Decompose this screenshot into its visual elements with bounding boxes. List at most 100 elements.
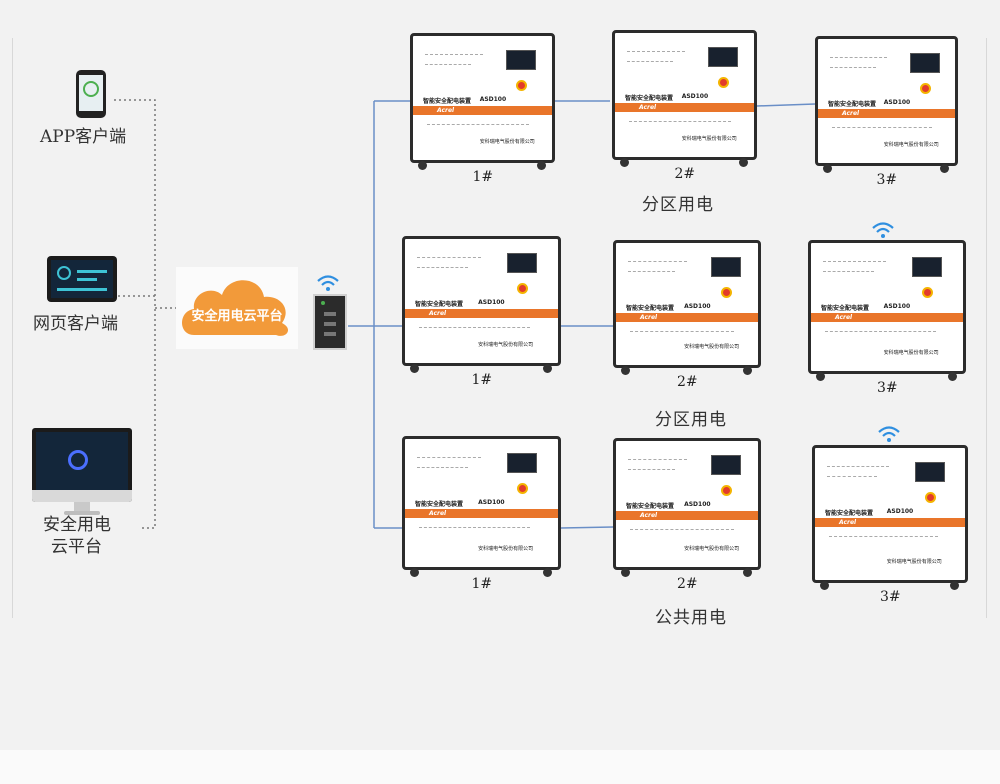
wifi-icon [872,222,894,238]
cabinet-display-screen [707,47,738,67]
cabinet-wheel [418,161,427,170]
cabinet-stripe [615,103,754,112]
cabinet-number: 2# [677,374,698,390]
wifi-icon [317,275,339,291]
cabinet-model: ASD100 [478,299,505,306]
right-edge-line [986,38,987,618]
cabinet-detail-line [825,331,936,333]
cabinet-wheel [948,372,957,381]
cabinet-display-screen [710,455,741,475]
cabinet-brand: Acrel [639,104,657,111]
gateway-device [313,294,347,350]
cabinet-wheel [743,568,752,577]
cabinet-detail-line [628,261,688,263]
cabinet-wheel [621,568,630,577]
cabinet-detail-line [823,271,874,273]
cabinet-stripe [616,511,758,520]
cabinet-wheel [940,164,949,173]
cabinet-detail-line [627,61,674,63]
platform-label-line2: 云平台 [51,537,102,557]
cabinet-title: 智能安全配电装置 [626,305,675,312]
cabinet-model: ASD100 [479,96,507,103]
cabinet-model: ASD100 [684,501,711,508]
cabinet-company: 安科瑞电气股份有限公司 [478,546,534,552]
row1-link-2-3 [756,103,816,107]
cabinet-wheel [816,372,825,381]
emergency-stop-icon [717,77,729,88]
cabinet-detail-line [628,469,676,471]
cabinet-title: 智能安全配电装置 [415,301,464,308]
cabinet-detail-line [830,57,888,59]
zone-label-2: 分区用电 [655,410,727,430]
cabinet-brand: Acrel [640,512,658,519]
cabinet-wheel [743,366,752,375]
cabinet-detail-line [417,457,481,459]
emergency-stop-icon [720,485,732,496]
cabinet-detail-line [832,127,933,129]
cabinet-wheel [543,568,552,577]
cabinet-detail-line [830,67,876,69]
cabinet-brand: Acrel [835,314,853,321]
cabinet-detail-line [425,54,483,56]
cabinet-company: 安科瑞电气股份有限公司 [684,344,740,350]
cabinet-brand: Acrel [640,314,658,321]
left-edge-line [12,38,13,618]
desktop-monitor-icon [32,428,132,515]
cabinet-detail-line [427,124,529,126]
tablet-icon [47,256,117,302]
cabinet-brand: Acrel [839,519,857,526]
web-client-label: 网页客户端 [33,314,118,334]
cabinet-stripe [405,509,558,518]
cabinet-title: 智能安全配电装置 [625,95,674,102]
cabinet-display-screen [506,253,537,273]
cabinet-model: ASD100 [883,303,911,310]
cabinet-display-screen [505,50,536,70]
cabinet-wheel [820,581,829,590]
cabinet-detail-line [419,327,531,329]
cabinet-detail-line [627,51,685,53]
cabinet-detail-line [419,527,531,529]
cabinet-display-screen [506,453,537,473]
cabinet-model: ASD100 [478,499,505,506]
cabinet-detail-line [628,271,676,273]
cabinet-company: 安科瑞电气股份有限公司 [479,139,535,145]
cabinet-company: 安科瑞电气股份有限公司 [886,559,942,565]
cabinet-brand: Acrel [429,510,447,517]
zone-label-1: 分区用电 [642,195,714,215]
row3-link-1-2 [560,526,614,529]
cabinet-number: 3# [877,380,898,396]
cabinet-wheel [410,568,419,577]
cabinet-model: ASD100 [883,99,911,106]
client-bus-line [114,99,156,529]
cabinet-brand: Acrel [842,110,860,117]
cabinet-number: 1# [471,576,493,592]
cabinet-company: 安科瑞电气股份有限公司 [478,342,534,348]
cabinet-stripe [616,313,758,322]
cabinet-detail-line [630,529,734,531]
cabinet-company: 安科瑞电气股份有限公司 [883,142,939,148]
cabinet-title: 智能安全配电装置 [423,98,472,105]
cabinet-number: 1# [472,169,494,185]
zone-label-3: 公共用电 [655,608,727,628]
cabinet-detail-line [417,267,468,269]
cabinet-title: 智能安全配电装置 [626,503,675,510]
cabinet-stripe [405,309,558,318]
smartphone-icon [76,70,106,118]
platform-label-line1: 安全用电 [43,515,111,535]
cabinet-wheel [739,158,748,167]
cabinet-model: ASD100 [681,93,709,100]
emergency-stop-icon [515,80,527,91]
cabinet-number: 3# [876,172,898,188]
cabinet-wheel [823,164,832,173]
cabinet-display-screen [710,257,741,277]
cabinet-title: 智能安全配电装置 [415,501,464,508]
cloud-icon [182,280,289,336]
cabinet-number: 2# [677,576,698,592]
cabinet-stripe [811,313,963,322]
cabinet-title: 智能安全配电装置 [821,305,870,312]
